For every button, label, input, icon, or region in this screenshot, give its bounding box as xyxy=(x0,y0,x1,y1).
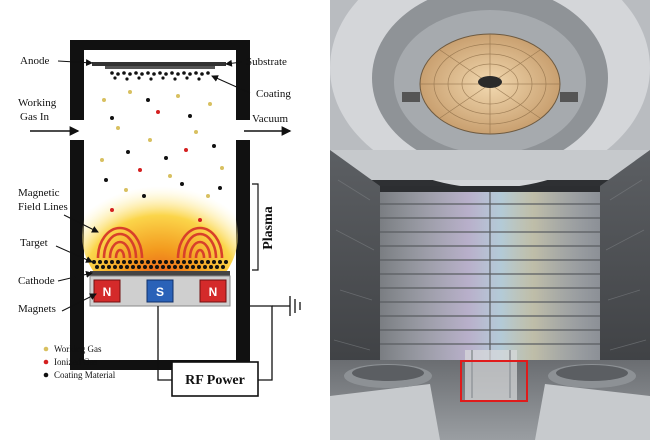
highlight-box xyxy=(460,360,528,402)
target-source-left xyxy=(330,364,440,440)
rf-power-box xyxy=(171,361,259,397)
gas-particles xyxy=(100,90,224,222)
magnet-n-left: N xyxy=(93,279,121,303)
magnetic-label-1: Magnetic xyxy=(18,187,60,199)
cathode-label: Cathode xyxy=(18,275,55,287)
working-gas-label-1: Working xyxy=(18,97,57,109)
legend-working-gas: Working Gas xyxy=(54,344,102,354)
coating-layer xyxy=(105,66,215,69)
coating-dots xyxy=(110,71,210,81)
chamber-photo xyxy=(330,0,650,440)
target-atoms xyxy=(92,260,228,269)
substrate-plate xyxy=(92,62,226,66)
svg-text:N: N xyxy=(103,285,112,299)
rf-power-label: RF Power xyxy=(185,373,245,388)
sputtering-diagram: N S N Plasma Anode Substrate Coating Wor… xyxy=(18,40,301,397)
magnet-s-center: S xyxy=(146,279,174,303)
plasma-bracket xyxy=(252,183,259,271)
svg-text:N: N xyxy=(209,285,218,299)
center-fixture xyxy=(465,350,517,400)
rf-wiring xyxy=(157,296,301,381)
vacuum-label: Vacuum xyxy=(252,113,288,125)
legend: Working Gas Ionized Gas Coating Material xyxy=(43,344,116,380)
svg-text:S: S xyxy=(156,285,164,299)
target-label: Target xyxy=(20,237,48,249)
leader-lines xyxy=(55,59,251,312)
cathode-plate xyxy=(90,271,230,276)
legend-coating-material: Coating Material xyxy=(54,370,116,380)
magnets-label: Magnets xyxy=(18,303,56,315)
target-source-right xyxy=(535,364,650,440)
coating-label: Coating xyxy=(256,88,291,100)
plasma-glow xyxy=(82,165,238,305)
legend-ionized-gas: Ionized Gas xyxy=(54,357,98,367)
magnetic-field-lines xyxy=(96,226,224,259)
side-walls xyxy=(330,150,650,400)
working-gas-label-2: Gas In xyxy=(20,111,50,123)
magnetic-label-2: Field Lines xyxy=(18,201,68,213)
substrate-label: Substrate xyxy=(246,56,287,68)
substrate-holder xyxy=(402,33,578,135)
shutter-panels xyxy=(380,186,600,360)
magnet-n-right: N xyxy=(199,279,227,303)
plasma-label: Plasma xyxy=(261,206,276,250)
anode-label: Anode xyxy=(20,55,49,67)
